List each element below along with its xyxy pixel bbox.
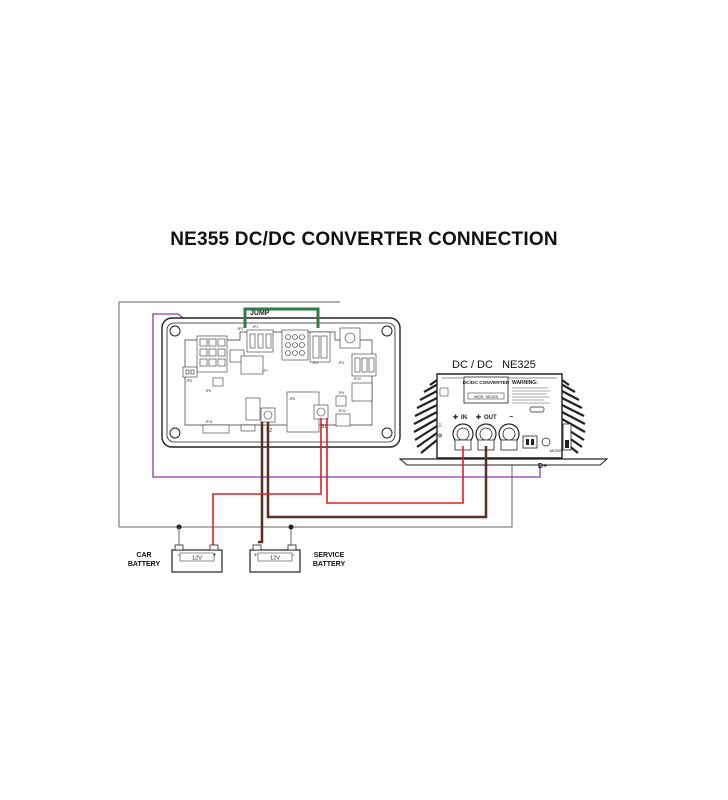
mode-label: MODE [550, 448, 562, 453]
frame-wire [118, 301, 513, 528]
d-plus-label: D+ [538, 463, 547, 470]
car-battery-voltage: 12V [192, 556, 202, 562]
pin-label-jp11: JP11 [205, 420, 213, 424]
mount-hole [381, 325, 393, 337]
svg-text:✚: ✚ [453, 414, 458, 421]
negative-wire [266, 422, 488, 519]
positive-wire-converter [326, 418, 464, 504]
pin-label-jp1: JP1 [252, 325, 258, 329]
jump-wire [243, 307, 320, 328]
svg-text:+: + [254, 553, 258, 559]
svg-text:+: + [213, 553, 217, 559]
pin-label-jp8: JP8 [289, 397, 295, 401]
dc-dc-converter: DC/DC CONVERTER MOD. NE325 WARNING: ⊠ △ … [398, 373, 609, 470]
svg-text:△: △ [438, 422, 442, 428]
converter-box-title: DC/DC CONVERTER [463, 380, 510, 386]
jump-label: JUMP [250, 310, 270, 317]
mount-hole [169, 325, 181, 337]
pin-label-jp5: JP5 [186, 379, 192, 383]
pin-label-s1: S1 [321, 424, 327, 430]
mount-hole [169, 427, 181, 439]
pin-label-jp3: JP3 [312, 361, 318, 365]
mount-hole [381, 427, 393, 439]
terminal-neg [498, 423, 520, 451]
converter-header: DC / DC NE325 [452, 359, 536, 371]
pin-label-jp10: JP10 [353, 377, 361, 381]
service-battery-voltage: 12V [270, 556, 280, 562]
positive-wire-car [212, 418, 322, 547]
control-panel: JUMP JP1 JP2 JP3 JP4 JP5 JP6 JP7 JP8 JP9… [161, 310, 401, 448]
pin-label-jp7: JP7 [262, 369, 268, 373]
service-battery-label-2: BATTERY [313, 561, 346, 568]
terminal-out [475, 423, 497, 451]
negative-wire-service [258, 422, 264, 544]
pin-label-jp4: JP4 [338, 361, 344, 365]
svg-text:✚: ✚ [476, 414, 481, 421]
service-battery: + − 12V [249, 544, 301, 573]
page-title: NE355 DC/DC CONVERTER CONNECTION [170, 229, 558, 250]
signal-wire [152, 313, 541, 478]
car-battery-label-2: BATTERY [128, 561, 161, 568]
pin-label-jp12: JP12 [338, 409, 346, 413]
pin-label-jp6: JP6 [205, 389, 211, 393]
car-battery-label-1: CAR [136, 552, 151, 559]
service-battery-label-1: SERVICE [314, 552, 345, 559]
terminal-neg-label: − [509, 414, 513, 421]
svg-text:−: − [291, 553, 295, 559]
svg-text:⊠: ⊠ [438, 433, 442, 439]
terminal-in-label: IN [461, 415, 467, 421]
pin-label-jp2: JP2 [237, 327, 243, 331]
svg-text:−: − [177, 553, 181, 559]
warning-title: WARNING: [512, 380, 538, 386]
pin-label-jp9: JP9 [338, 391, 344, 395]
converter-model: MOD. NE325 [474, 394, 499, 399]
car-battery: − + 12V [171, 544, 223, 573]
terminal-out-label: OUT [484, 415, 497, 421]
